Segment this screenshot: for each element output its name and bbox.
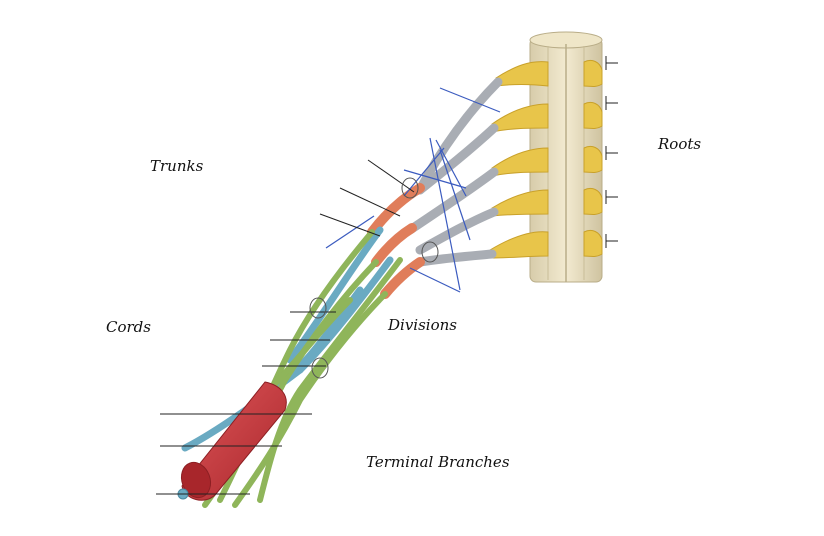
- blue-guide-lines: [325, 87, 501, 293]
- label-cords: Cords: [106, 318, 151, 336]
- spinal-cord: [529, 31, 603, 283]
- root-tick-marks: [605, 56, 618, 248]
- label-roots: Roots: [658, 135, 702, 153]
- axillary-artery: [177, 381, 287, 501]
- trunks: [405, 77, 503, 267]
- nerve-loops: [309, 177, 439, 379]
- label-terminal-branches: Terminal Branches: [366, 453, 510, 471]
- roots: [489, 59, 603, 259]
- label-divisions: Divisions: [388, 316, 457, 334]
- label-trunks: Trunks: [150, 157, 204, 175]
- divisions: [367, 183, 425, 299]
- leader-lines: [156, 159, 415, 495]
